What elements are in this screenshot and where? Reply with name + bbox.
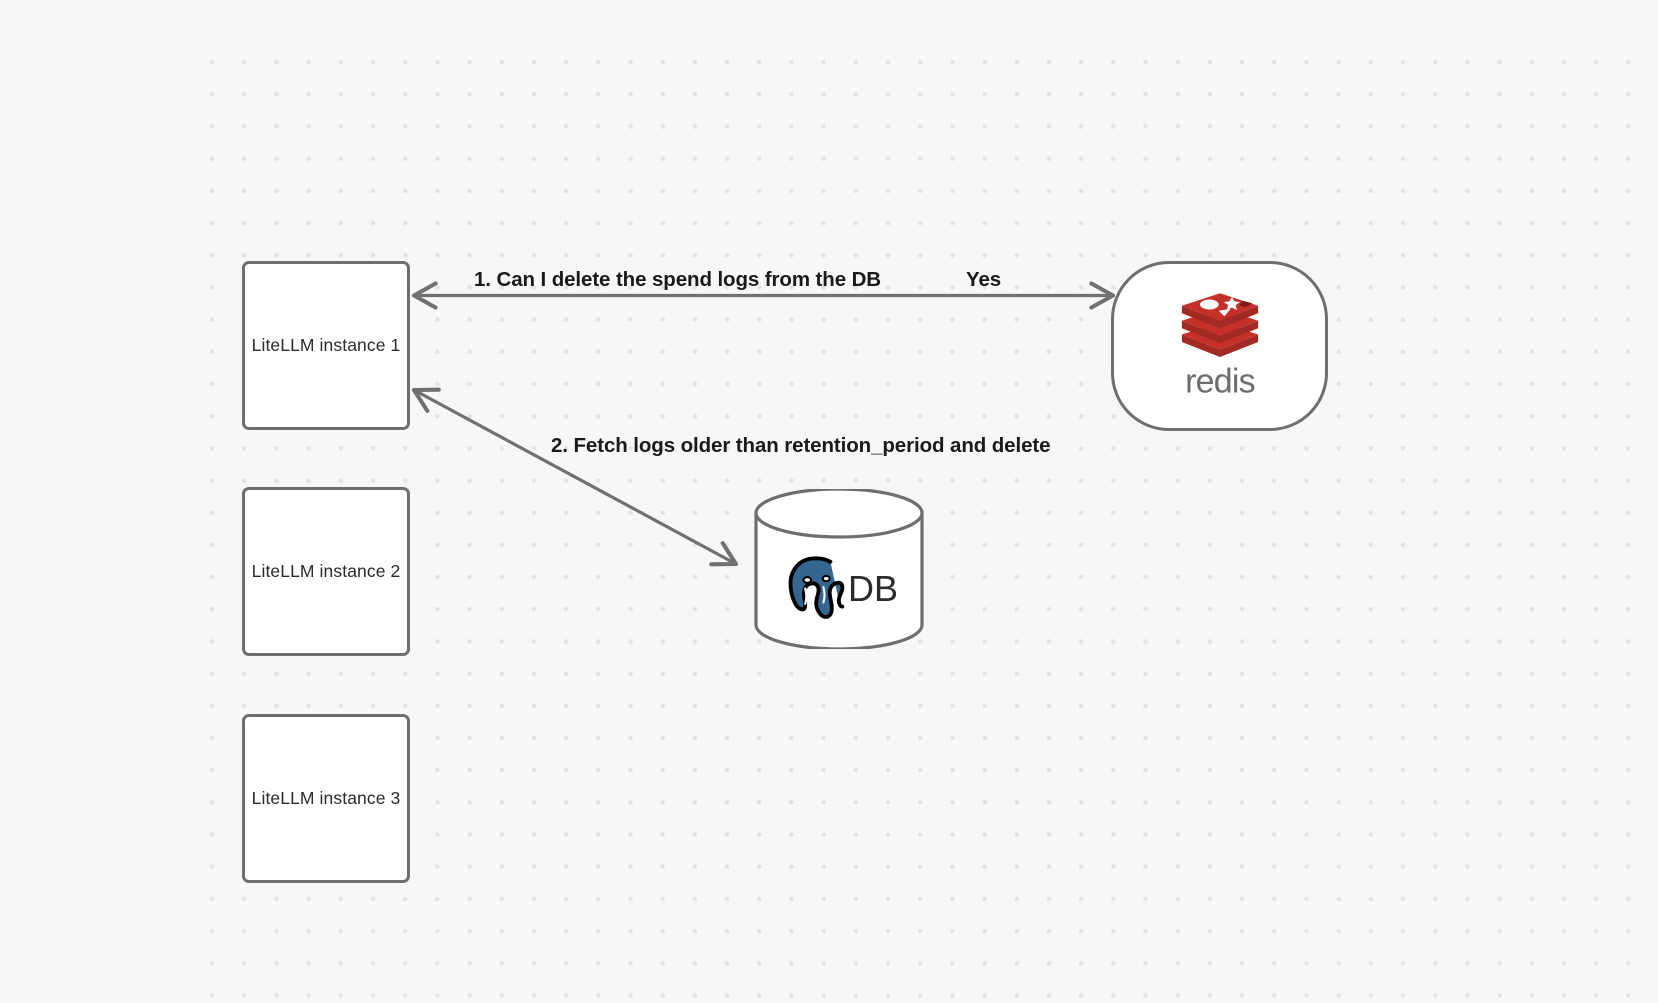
node-litellm-instance-2[interactable]: LiteLLM instance 2	[242, 487, 410, 656]
node-litellm-instance-1-label: LiteLLM instance 1	[251, 335, 401, 355]
node-litellm-instance-2-label: LiteLLM instance 2	[251, 561, 401, 581]
node-database[interactable]: DB	[753, 489, 925, 649]
node-redis[interactable]: redis	[1111, 261, 1328, 431]
node-litellm-instance-3[interactable]: LiteLLM instance 3	[242, 714, 410, 883]
edge-label-step-1-answer: Yes	[966, 268, 1002, 291]
edge-litellm1-db	[411, 387, 739, 567]
postgresql-elephant-icon	[788, 556, 845, 619]
redis-wordmark: redis	[1161, 362, 1279, 404]
edge-label-step-1: 1. Can I delete the spend logs from the …	[474, 268, 882, 291]
dot-grid-background	[196, 46, 1658, 1003]
redis-logo-icon	[1166, 292, 1274, 362]
svg-text:redis: redis	[1185, 362, 1255, 400]
database-label: DB	[847, 568, 898, 609]
node-litellm-instance-1[interactable]: LiteLLM instance 1	[242, 261, 410, 430]
edge-label-step-2: 2. Fetch logs older than retention_perio…	[551, 434, 1051, 457]
node-litellm-instance-3-label: LiteLLM instance 3	[251, 788, 401, 808]
